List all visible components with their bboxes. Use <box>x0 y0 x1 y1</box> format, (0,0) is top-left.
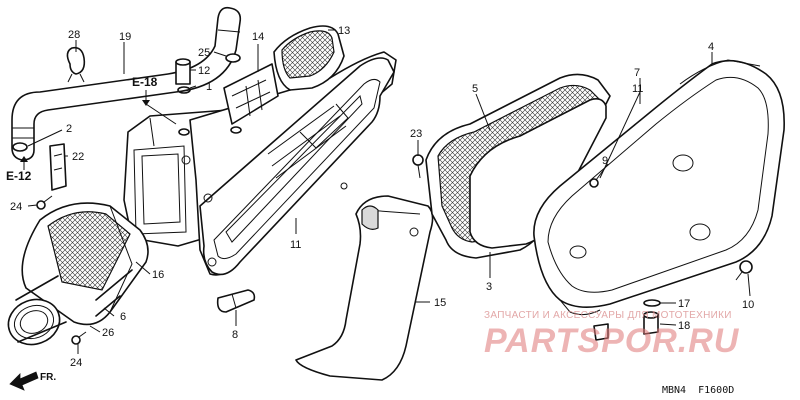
ref-e12: E-12 <box>6 169 32 183</box>
callout-11a: 11 <box>290 239 301 251</box>
callout-24b: 24 <box>70 357 82 369</box>
watermark: ЗАПЧАСТИ И АКСЕССУАРЫ ДЛЯ МОТОТЕХНИКИ PA… <box>484 310 740 360</box>
watermark-brand: PARTSPOR.RU <box>484 322 740 360</box>
air-cleaner-case <box>123 51 397 276</box>
callout-1: 1 <box>206 81 212 93</box>
collar <box>643 299 661 307</box>
callout-28: 28 <box>68 29 80 41</box>
leader-lines <box>23 29 751 354</box>
wire-clip <box>216 289 256 313</box>
funnel-gasket <box>95 269 133 317</box>
grommet <box>643 311 659 335</box>
ref-e12-arrowhead <box>20 156 28 162</box>
hose-clip <box>177 86 191 94</box>
air-box-seal <box>295 195 434 381</box>
callout-9: 9 <box>602 155 608 167</box>
front-arrow-icon <box>9 371 39 391</box>
case-screws <box>178 126 242 136</box>
callout-23: 23 <box>410 128 422 140</box>
screw-23 <box>412 154 424 179</box>
screw-24b <box>71 331 87 345</box>
callout-12: 12 <box>198 65 210 77</box>
callout-26: 26 <box>102 327 114 339</box>
callout-numbers: 28 19 25 14 13 12 1 2 22 24 16 6 26 24 8… <box>10 25 754 369</box>
callout-14: 14 <box>252 31 264 43</box>
watermark-tagline: ЗАПЧАСТИ И АКСЕССУАРЫ ДЛЯ МОТОТЕХНИКИ <box>484 310 732 321</box>
callout-6: 6 <box>120 311 126 323</box>
drain-cap <box>175 58 191 85</box>
wiring-bracket <box>223 63 279 125</box>
intake-funnel <box>7 202 149 346</box>
clamp-ring <box>12 142 28 152</box>
ref-e18: E-18 <box>132 75 158 89</box>
front-label: FR. <box>40 372 56 383</box>
callout-25: 25 <box>198 47 210 59</box>
callout-13: 13 <box>338 25 350 37</box>
callout-5: 5 <box>472 83 478 95</box>
diagram-code: MBN4 F1600D <box>662 385 734 396</box>
ref-e18-arrowhead <box>142 100 150 106</box>
callout-7: 7 <box>634 67 640 79</box>
screw-24a <box>36 195 53 210</box>
nut <box>225 53 241 63</box>
intake-duct-element <box>273 25 345 91</box>
callout-19: 19 <box>119 31 131 43</box>
callout-4: 4 <box>708 41 714 53</box>
callout-8: 8 <box>232 329 238 341</box>
callout-16: 16 <box>152 269 164 281</box>
callout-24a: 24 <box>10 201 22 213</box>
callout-22: 22 <box>72 151 84 163</box>
callout-15: 15 <box>434 297 446 309</box>
joint-plate <box>49 143 67 191</box>
air-cleaner-cover <box>533 59 785 316</box>
tube-clip <box>66 46 86 83</box>
callout-3: 3 <box>486 281 492 293</box>
callout-10: 10 <box>742 299 754 311</box>
cover-bolt <box>735 260 753 281</box>
callout-2: 2 <box>66 123 72 135</box>
callout-17: 17 <box>678 298 690 310</box>
callout-11b: 11 <box>632 83 643 95</box>
drain-plug <box>593 323 609 341</box>
reference-labels: E-18 E-12 FR. <box>6 75 158 391</box>
callout-18: 18 <box>678 320 690 332</box>
air-filter-element <box>425 73 611 259</box>
